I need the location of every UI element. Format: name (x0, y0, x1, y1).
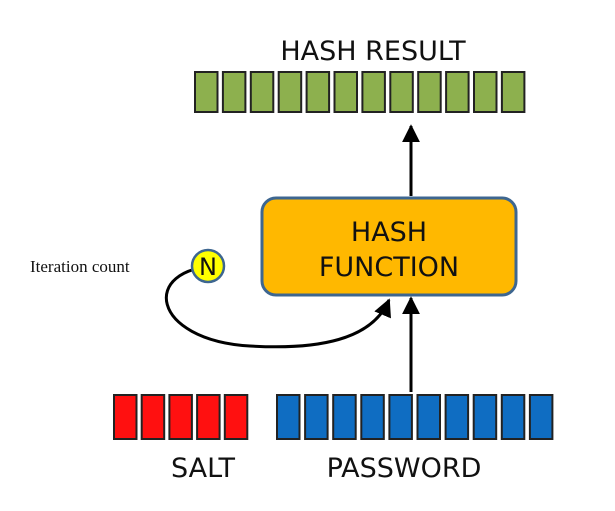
salt-blocks (113, 394, 249, 440)
hash-result-block (221, 71, 247, 113)
password-block (416, 394, 441, 440)
salt-block (223, 394, 249, 440)
hash-function-box (260, 196, 518, 297)
password-block (500, 394, 526, 440)
hash-result-label: HASH RESULT (280, 36, 466, 67)
hash-result-block (305, 71, 331, 113)
hash-result-block (277, 71, 303, 113)
password-block (332, 394, 357, 440)
salt-block (113, 394, 138, 440)
hash-result-block (417, 71, 442, 113)
hash-function-line2: FUNCTION (319, 252, 459, 283)
hash-result-block (500, 71, 526, 113)
password-block (444, 394, 470, 440)
password-block (528, 394, 554, 440)
hash-result-block (389, 71, 414, 113)
password-label: PASSWORD (327, 453, 482, 484)
password-block (472, 394, 498, 440)
hash-result-block (361, 71, 386, 113)
iteration-count-label: Iteration count (30, 257, 130, 276)
hash-result-block (473, 71, 498, 113)
iteration-count-circle (190, 248, 226, 284)
iteration-loop-arrow (164, 264, 391, 349)
hash-result-blocks (194, 71, 526, 113)
password-blocks (276, 394, 554, 440)
password-block (388, 394, 413, 440)
salt-block (140, 394, 166, 440)
hash-function-line1: HASH (351, 217, 427, 248)
iteration-count-symbol: N (199, 253, 217, 281)
salt-block (168, 394, 193, 440)
hash-result-block (333, 71, 358, 113)
hash-result-block (194, 71, 219, 113)
salt-label: SALT (171, 453, 235, 484)
password-block (360, 394, 385, 440)
password-block (276, 394, 301, 440)
password-block (304, 394, 329, 440)
hash-result-block (249, 71, 275, 113)
hash-result-block (445, 71, 470, 113)
salt-block (196, 394, 221, 440)
